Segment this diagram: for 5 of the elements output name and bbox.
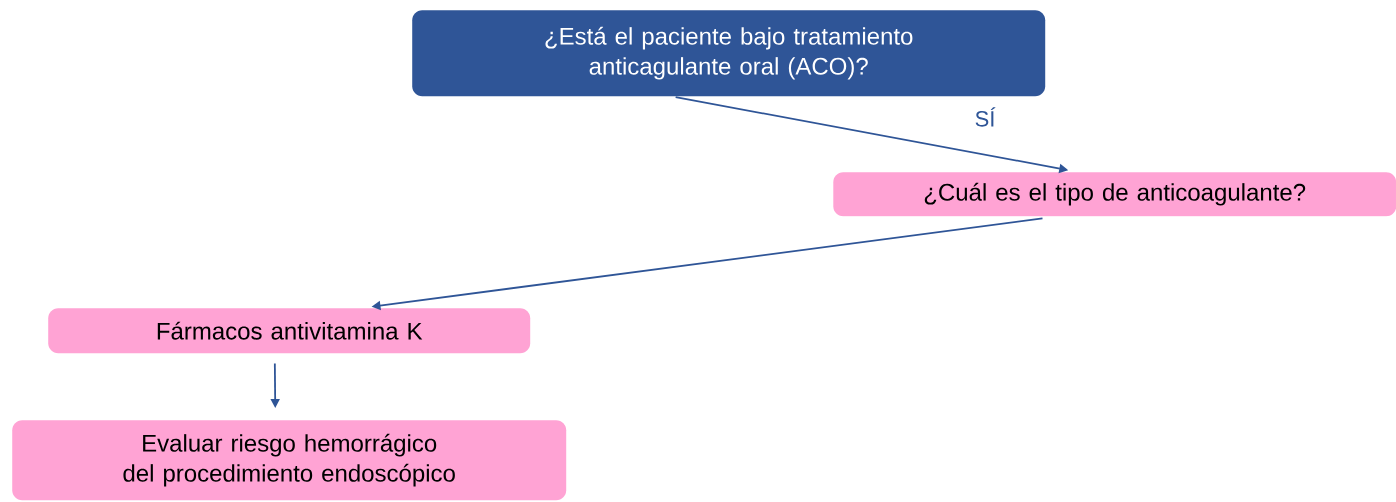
question-box: ¿Está el paciente bajo tratamiento anticagulante oral (ACO)?: [412, 10, 1046, 97]
process-box: Fármacos antivitamina K: [48, 308, 531, 354]
question-box: ¿Cuál es el tipo de anticoagulante?: [833, 172, 1396, 217]
edge-label: SÍ: [972, 105, 998, 129]
process-box: Evaluar riesgo hemorrágico del procedimiento endoscópico: [12, 420, 567, 501]
